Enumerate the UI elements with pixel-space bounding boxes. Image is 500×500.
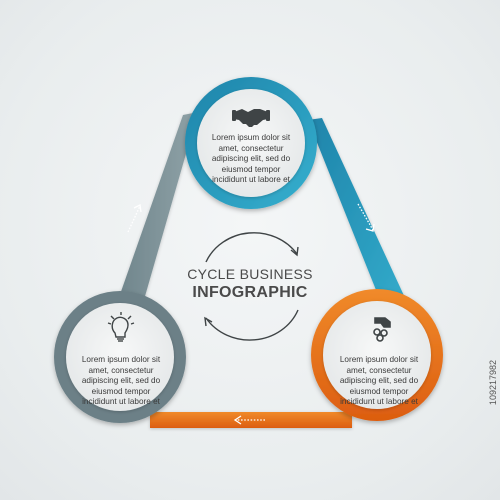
node-text-line: amet, consectetur xyxy=(346,365,412,375)
band-left xyxy=(104,112,198,340)
node-text-line: amet, consectetur xyxy=(88,365,154,375)
title-line-2: INFOGRAPHIC xyxy=(192,284,308,301)
node-text-line: adipiscing elit, sed do xyxy=(211,154,291,163)
node-text-line: Lorem ipsum dolor sit xyxy=(339,355,419,364)
node-text-line: amet, consectetur xyxy=(218,143,284,153)
node-right xyxy=(311,289,443,421)
handshake-icon xyxy=(232,109,270,127)
node-text-line: eiusmod tempor xyxy=(91,386,151,396)
node-top-text: Lorem ipsum dolor sit amet, consectetur … xyxy=(191,133,311,186)
cycle-arrows-icon xyxy=(204,232,299,341)
arrow-right-band xyxy=(357,203,375,232)
node-text-line: eiusmod tempor xyxy=(349,386,409,396)
node-text-line: Lorem ipsum dolor sit xyxy=(211,133,291,142)
title-line-1: CYCLE BUSINESS xyxy=(187,266,313,282)
node-left xyxy=(54,291,186,423)
arrow-left-band xyxy=(127,204,142,233)
lightbulb-icon xyxy=(107,312,135,342)
node-left-text: Lorem ipsum dolor sit amet, consectetur … xyxy=(61,355,181,408)
node-text-line: eiusmod tempor xyxy=(221,164,281,174)
node-text-line: incididunt ut labore et xyxy=(340,397,418,406)
node-text-line: adipiscing elit, sed do xyxy=(81,376,161,385)
node-top xyxy=(185,77,317,209)
node-text-line: Lorem ipsum dolor sit xyxy=(81,355,161,364)
node-text-line: incididunt ut labore et xyxy=(82,397,160,406)
node-text-line: incididunt ut labore et xyxy=(212,175,290,184)
node-right-text: Lorem ipsum dolor sit amet, consectetur … xyxy=(319,355,439,408)
stock-id-watermark: 109217982 xyxy=(488,360,498,406)
node-text-line: adipiscing elit, sed do xyxy=(339,376,419,385)
diagram-title: CYCLE BUSINESS INFOGRAPHIC xyxy=(150,266,350,302)
band-top-right xyxy=(308,118,418,330)
hand-coins-icon xyxy=(373,317,391,342)
arrow-bottom-band xyxy=(233,415,265,425)
